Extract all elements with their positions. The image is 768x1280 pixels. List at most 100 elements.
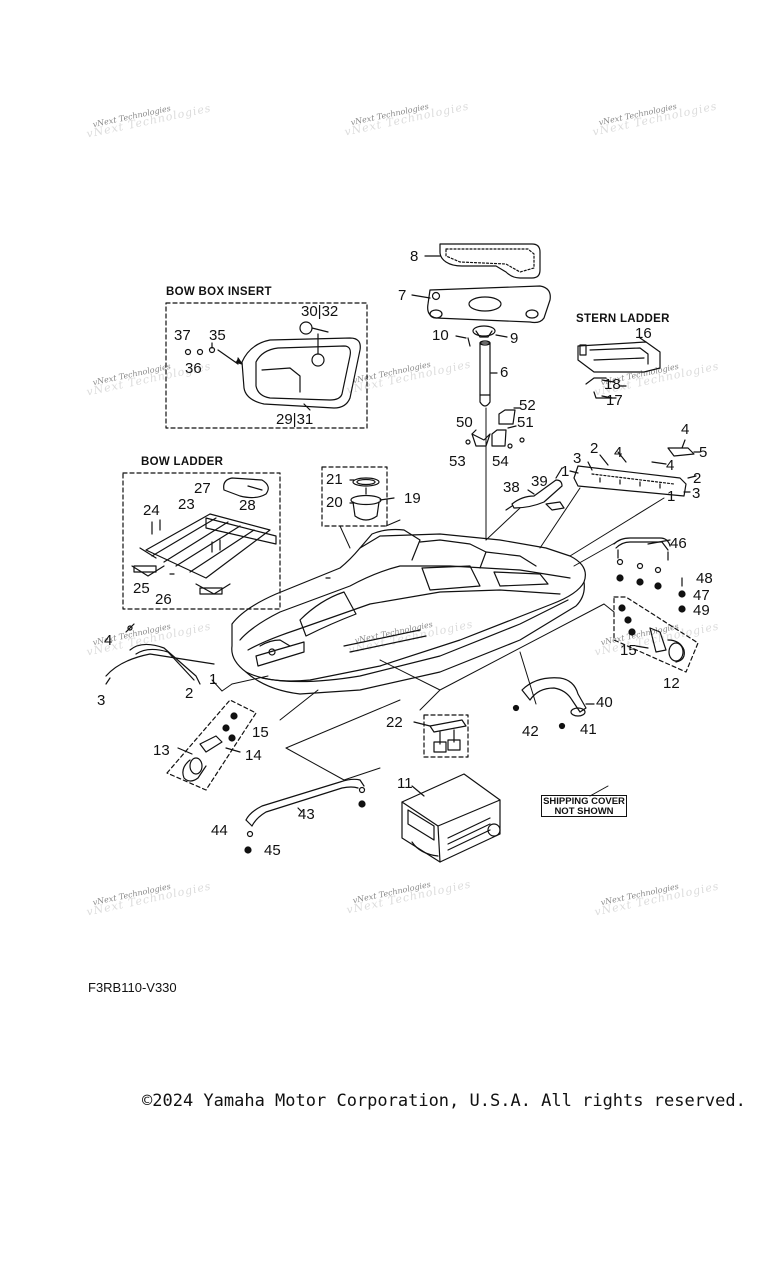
part-label: 29|31	[276, 411, 314, 428]
part-label: 47	[693, 587, 710, 604]
parts-4-5-bracket	[651, 439, 701, 465]
part-label: 30|32	[301, 303, 339, 320]
bow-box-insert-box	[165, 302, 368, 429]
part-9-table-base	[472, 325, 508, 338]
part-label: 20	[326, 494, 343, 511]
part-label: 38	[503, 479, 520, 496]
part-label: 18	[604, 376, 621, 393]
parts-13-15-bow-tow-eye	[177, 712, 241, 782]
shipping-cover-line2: NOT SHOWN	[554, 806, 614, 817]
cup-holder-box	[321, 466, 388, 527]
part-label: 46	[670, 535, 687, 552]
part-label: 3	[573, 450, 582, 467]
parts-41-43-bow-rail	[244, 778, 366, 854]
part-label: 39	[531, 473, 548, 490]
part-label: 2	[693, 470, 702, 487]
part-8-mat	[424, 243, 541, 279]
part-label: 1	[561, 463, 570, 480]
boat-hull	[231, 528, 586, 695]
part-label: 2	[590, 440, 599, 457]
group-title-stern-ladder: STERN LADDER	[576, 313, 670, 325]
parts-12-15-stern-tow-eye	[618, 604, 685, 663]
parts-23-28-bow-ladder	[131, 477, 277, 595]
parts-16-17-18-stern-ladder	[577, 337, 661, 399]
part-label: 40	[596, 694, 613, 711]
part-label: 15	[620, 642, 637, 659]
bow-ladder-box	[122, 472, 281, 610]
part-label: 42	[522, 723, 539, 740]
part-label: 10	[432, 327, 449, 344]
diagram-code: F3RB110-V330	[88, 980, 177, 995]
part-label: 21	[326, 471, 343, 488]
part-label: 17	[606, 392, 623, 409]
part-label: 41	[580, 721, 597, 738]
part-label: 27	[194, 480, 211, 497]
group-title-bow-box-insert: BOW BOX INSERT	[166, 286, 272, 298]
dashed-group-boxes	[122, 302, 699, 791]
part-label: 8	[410, 248, 419, 265]
shipping-cover-note: SHIPPING COVER NOT SHOWN	[541, 795, 627, 817]
part-label: 19	[404, 490, 421, 507]
tow-eye-bow-box	[166, 699, 257, 791]
part-label: 22	[386, 714, 403, 731]
part-label: 4	[104, 632, 113, 649]
part-label: 11	[397, 775, 413, 792]
part-label: 6	[500, 364, 509, 381]
parts-38-40-grab-handle	[512, 677, 595, 730]
copyright-notice: ©2024 Yamaha Motor Corporation, U.S.A. A…	[142, 1091, 746, 1111]
part-label: 52	[519, 397, 536, 414]
parts-1-4-bow-rails	[105, 623, 215, 685]
tow-eye-stern-box	[613, 596, 699, 673]
parts-29-35-bow-box-insert	[184, 321, 361, 411]
part-label: 50	[456, 414, 473, 431]
part-label: 24	[143, 502, 160, 519]
part-label: 3	[97, 692, 106, 709]
leader-lines	[211, 407, 665, 781]
part-label: 13	[153, 742, 170, 759]
part-label: 14	[245, 747, 262, 764]
part-11-cooler	[401, 773, 501, 863]
part-label: 1	[667, 488, 676, 505]
parts-19-20-21-cup-holder	[349, 477, 395, 521]
part-6-table-post	[479, 340, 498, 407]
part-label: 26	[155, 591, 172, 608]
cleat-box	[423, 714, 469, 758]
part-label: 16	[635, 325, 652, 342]
part-10-screw	[455, 335, 471, 347]
part-label: 49	[693, 602, 710, 619]
part-label: 43	[298, 806, 315, 823]
group-title-bow-ladder: BOW LADDER	[141, 456, 224, 468]
part-label: 37	[174, 327, 191, 344]
part-label: 4	[666, 457, 675, 474]
parts-48-50-49-clips	[465, 407, 525, 449]
part-label: 25	[133, 580, 150, 597]
shipping-cover-line1: SHIPPING COVER	[543, 796, 625, 807]
part-54-leader	[589, 785, 609, 797]
part-label: 44	[211, 822, 228, 839]
part-label: 12	[663, 675, 680, 692]
parts-44-47-rail-hardware	[613, 537, 686, 613]
part-label: 36	[185, 360, 202, 377]
part-label: 28	[239, 497, 256, 514]
parts-1-2-3-stern-rails	[569, 451, 697, 497]
part-label: 5	[699, 444, 708, 461]
part-label: 45	[264, 842, 281, 859]
part-label: 53	[449, 453, 466, 470]
part-label: 23	[178, 496, 195, 513]
part-label: 15	[252, 724, 269, 741]
part-label: 7	[398, 287, 407, 304]
part-label: 1	[209, 671, 218, 688]
parts-36-37-grab-handle	[505, 467, 565, 511]
part-label: 51	[517, 414, 534, 431]
part-label: 54	[492, 453, 509, 470]
part-label: 35	[209, 327, 226, 344]
part-22-cleat	[413, 719, 467, 753]
part-label: 4	[614, 444, 623, 461]
part-label: 9	[510, 330, 519, 347]
part-7-table-top	[411, 285, 551, 324]
part-label: 2	[185, 685, 194, 702]
part-label: 48	[696, 570, 713, 587]
part-label: 4	[681, 421, 690, 438]
part-label: 3	[692, 485, 701, 502]
